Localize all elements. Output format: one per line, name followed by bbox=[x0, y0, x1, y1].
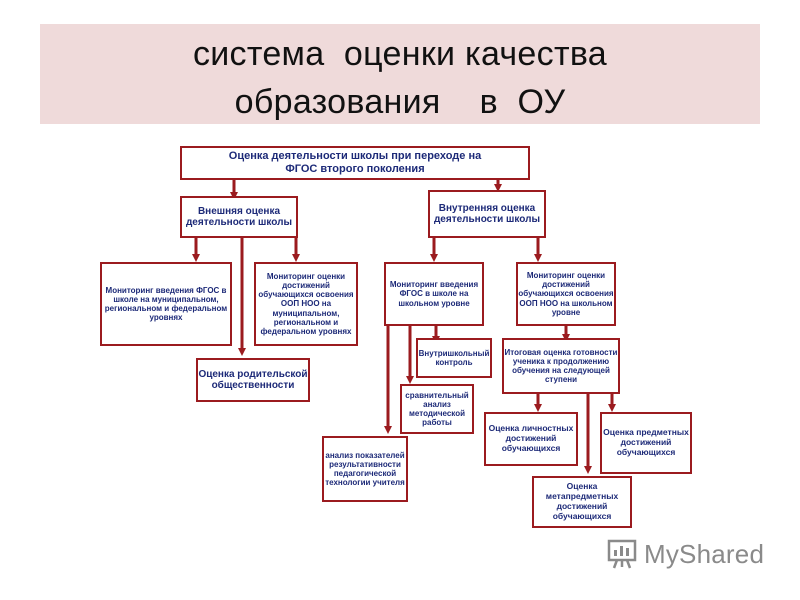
internal-control-label: Внутришкольный контроль bbox=[418, 348, 490, 367]
parent-assessment-box: Оценка родительской общественности bbox=[196, 358, 310, 402]
subject-results-box: Оценка предметных достижений обучающихся bbox=[600, 412, 692, 474]
comparative-analysis-box: сравнительный анализ методической работы bbox=[400, 384, 474, 434]
internal-control-box: Внутришкольный контроль bbox=[416, 338, 492, 378]
comparative-analysis-label: сравнительный анализ методической работы bbox=[405, 390, 469, 428]
teacher-analysis-label: анализ показателей результативности педа… bbox=[325, 450, 405, 488]
internal-assessment-label: Внутренняя оценка деятельности школы bbox=[433, 202, 541, 226]
parent-assessment-label: Оценка родительской общественности bbox=[198, 368, 308, 392]
external-assessment-label: Внешняя оценка деятельности школы bbox=[185, 205, 293, 229]
ext-monitoring-results-box: Мониторинг оценки достижений обучающихся… bbox=[254, 262, 358, 346]
int-monitoring-intro-label: Мониторинг введения ФГОС в школе на школ… bbox=[389, 280, 479, 308]
personal-results-label: Оценка личностных достижений обучающихся bbox=[488, 423, 574, 453]
title-band bbox=[40, 24, 760, 124]
int-monitoring-results-box: Мониторинг оценки достижений обучающихся… bbox=[516, 262, 616, 326]
myshared-logo: MyShared bbox=[606, 536, 764, 572]
final-assessment-label: Итоговая оценка готовности ученика к про… bbox=[504, 347, 618, 385]
ext-monitoring-intro-label: Мониторинг введения ФГОС в школе на муни… bbox=[104, 285, 228, 323]
internal-assessment-box: Внутренняя оценка деятельности школы bbox=[428, 190, 546, 238]
teacher-analysis-box: анализ показателей результативности педа… bbox=[322, 436, 408, 502]
metasubject-results-label: Оценка метапредметных достижений обучающ… bbox=[545, 481, 619, 521]
ext-monitoring-results-label: Мониторинг оценки достижений обучающихся… bbox=[258, 271, 354, 336]
int-monitoring-results-label: Мониторинг оценки достижений обучающихся… bbox=[518, 271, 614, 317]
root-box-label: Оценка деятельности школы при переходе н… bbox=[228, 150, 482, 175]
slide-title: система оценки качества образования в ОУ bbox=[40, 30, 760, 126]
external-assessment-box: Внешняя оценка деятельности школы bbox=[180, 196, 298, 238]
root-box: Оценка деятельности школы при переходе н… bbox=[180, 146, 530, 180]
title-line-1: система оценки качества bbox=[192, 35, 608, 73]
presentation-board-icon bbox=[607, 539, 637, 569]
int-monitoring-intro-box: Мониторинг введения ФГОС в школе на школ… bbox=[384, 262, 484, 326]
ext-monitoring-intro-box: Мониторинг введения ФГОС в школе на муни… bbox=[100, 262, 232, 346]
personal-results-box: Оценка личностных достижений обучающихся bbox=[484, 412, 578, 466]
title-line-2: образования в ОУ bbox=[234, 83, 566, 121]
logo-text: MyShared bbox=[644, 538, 765, 569]
metasubject-results-box: Оценка метапредметных достижений обучающ… bbox=[532, 476, 632, 528]
final-assessment-box: Итоговая оценка готовности ученика к про… bbox=[502, 338, 620, 394]
subject-results-label: Оценка предметных достижений обучающихся bbox=[603, 427, 689, 457]
